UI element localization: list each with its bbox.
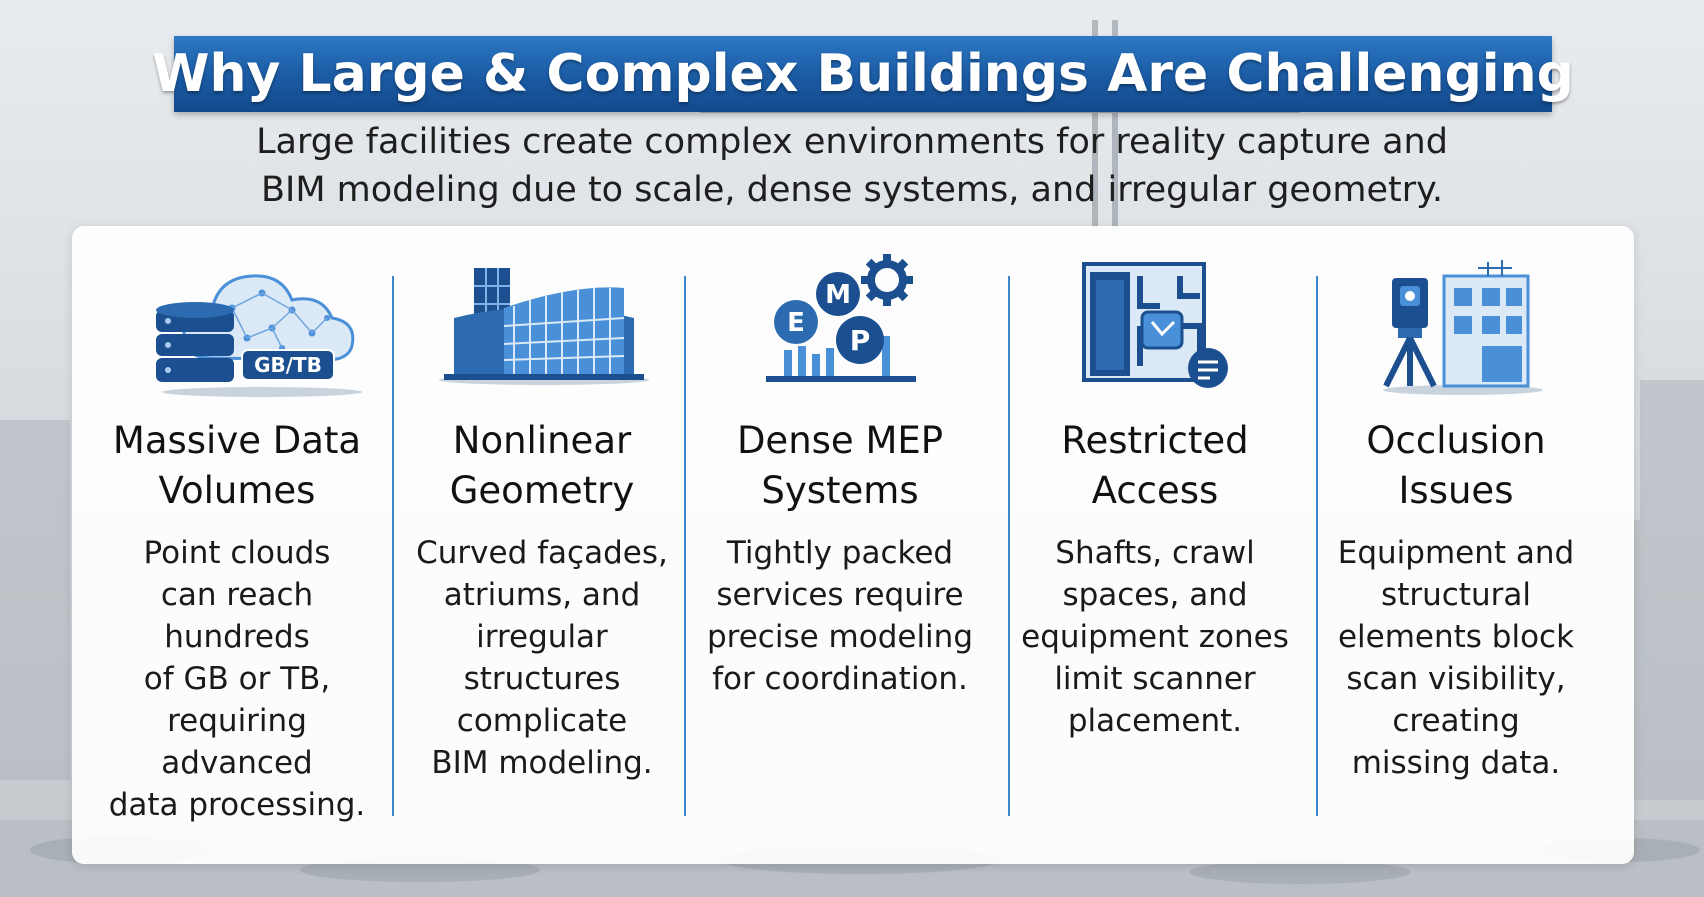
- card-desc-line: placement.: [1067, 703, 1243, 739]
- curved-building-icon: [439, 268, 649, 385]
- card-desc-line: BIM modeling.: [431, 745, 653, 781]
- column-divider: [392, 276, 394, 816]
- card-desc-line: data processing.: [108, 787, 366, 823]
- card-title-line: Volumes: [158, 469, 316, 512]
- card-desc-line: requiring: [167, 703, 307, 739]
- card-desc-line: structural: [1381, 577, 1531, 613]
- card-desc-line: creating: [1392, 703, 1520, 739]
- card-desc-line: atriums, and: [443, 577, 641, 613]
- card-description: Equipment and structural elements block …: [1318, 532, 1594, 784]
- card-desc-line: of GB or TB,: [143, 661, 331, 697]
- card-description: Point clouds can reach hundreds of GB or…: [102, 532, 372, 826]
- card-title-line: Systems: [761, 469, 919, 512]
- card-title: Restricted Access: [1010, 416, 1300, 516]
- card-desc-line: structures: [463, 661, 621, 697]
- card-desc-line: precise modeling: [706, 619, 973, 655]
- card-desc-line: missing data.: [1351, 745, 1561, 781]
- card-description: Tightly packed services require precise …: [686, 532, 994, 700]
- laser-scanner-icon: [1383, 260, 1543, 395]
- card-title-line: Occlusion: [1366, 419, 1546, 462]
- subtitle-line: Large facilities create complex environm…: [256, 122, 1448, 162]
- card-occlusion-issues: Occlusion Issues Equipment and structura…: [1318, 226, 1594, 864]
- card-title-line: Geometry: [449, 469, 635, 512]
- restricted-access-icon: [1082, 262, 1228, 388]
- page-title: Why Large & Complex Buildings Are Challe…: [152, 44, 1574, 104]
- card-desc-line: elements block: [1337, 619, 1575, 655]
- page-subtitle: Large facilities create complex environm…: [180, 118, 1524, 214]
- card-title-line: Massive Data: [112, 419, 362, 462]
- gb-tb-label: GB/TB: [254, 353, 322, 377]
- card-desc-line: for coordination.: [712, 661, 968, 697]
- card-title-line: Access: [1091, 469, 1219, 512]
- card-desc-line: services require: [716, 577, 964, 613]
- mep-letter-p: P: [850, 324, 871, 357]
- cloud-database-icon: GB/TB: [156, 274, 362, 397]
- mep-letter-e: E: [787, 308, 805, 338]
- challenges-panel: GB/TB Massive Data Volumes Point clouds …: [72, 226, 1634, 864]
- card-desc-line: Equipment and: [1337, 535, 1575, 571]
- card-nonlinear-geometry: Nonlinear Geometry Curved façades, atriu…: [394, 226, 690, 864]
- card-desc-line: complicate: [456, 703, 628, 739]
- card-desc-line: equipment zones: [1021, 619, 1289, 655]
- card-desc-line: spaces, and: [1062, 577, 1248, 613]
- card-title: Dense MEP Systems: [686, 416, 994, 516]
- card-dense-mep-systems: E M P Dense MEP Systems Tightly packed s…: [686, 226, 994, 864]
- card-desc-line: Shafts, crawl: [1055, 535, 1255, 571]
- column-divider: [684, 276, 686, 816]
- card-title-line: Dense MEP: [736, 419, 944, 462]
- mep-letter-m: M: [825, 280, 851, 310]
- mep-gear-icon: E M P: [766, 254, 916, 382]
- card-title-line: Restricted: [1061, 419, 1249, 462]
- card-desc-line: can reach: [160, 577, 314, 613]
- card-title: Massive Data Volumes: [102, 416, 372, 516]
- card-desc-line: advanced: [161, 745, 313, 781]
- card-title-line: Nonlinear: [452, 419, 632, 462]
- card-desc-line: Tightly packed: [726, 535, 954, 571]
- card-description: Curved façades, atriums, and irregular s…: [394, 532, 690, 784]
- column-divider: [1008, 276, 1010, 816]
- column-divider: [1316, 276, 1318, 816]
- card-desc-line: irregular: [476, 619, 608, 655]
- card-desc-line: limit scanner: [1054, 661, 1256, 697]
- card-title: Occlusion Issues: [1318, 416, 1594, 516]
- card-desc-line: hundreds: [164, 619, 310, 655]
- subtitle-line: BIM modeling due to scale, dense systems…: [261, 170, 1443, 210]
- card-desc-line: Point clouds: [143, 535, 331, 571]
- card-restricted-access: Restricted Access Shafts, crawl spaces, …: [1010, 226, 1300, 864]
- card-massive-data-volumes: GB/TB Massive Data Volumes Point clouds …: [102, 226, 372, 864]
- card-title: Nonlinear Geometry: [394, 416, 690, 516]
- card-description: Shafts, crawl spaces, and equipment zone…: [1010, 532, 1300, 742]
- card-desc-line: scan visibility,: [1346, 661, 1566, 697]
- card-desc-line: Curved façades,: [416, 535, 668, 571]
- card-title-line: Issues: [1398, 469, 1514, 512]
- title-banner: Why Large & Complex Buildings Are Challe…: [152, 36, 1574, 112]
